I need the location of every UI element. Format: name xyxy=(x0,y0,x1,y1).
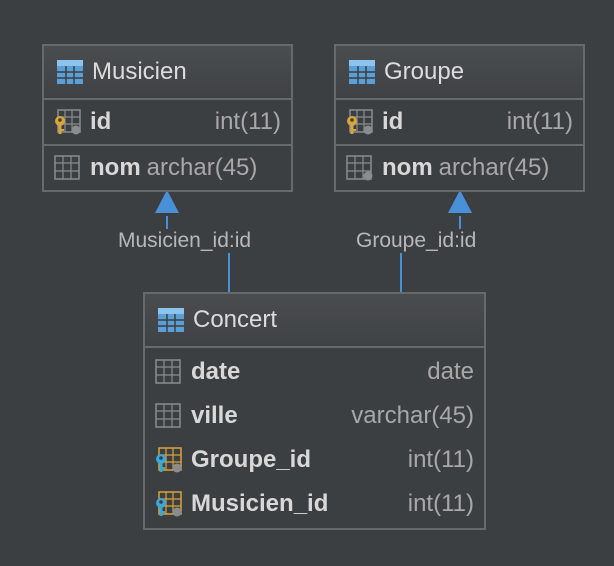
table-icon xyxy=(348,59,376,85)
table-header[interactable]: Groupe xyxy=(336,46,583,100)
foreign-key-icon xyxy=(155,447,183,473)
table-groupe[interactable]: Groupe id int(11) nom archar(45) xyxy=(334,44,585,192)
table-icon xyxy=(56,59,84,85)
table-title: Concert xyxy=(193,306,278,333)
column-name: id xyxy=(90,108,112,135)
arrow-groupe xyxy=(448,190,472,213)
column-type: archar(45) xyxy=(438,154,550,181)
table-header[interactable]: Musicien xyxy=(44,46,291,100)
arrow-musicien xyxy=(155,190,179,213)
table-musicien[interactable]: Musicien id int(11) nom archar(45) xyxy=(42,44,293,192)
column-row[interactable]: Groupe_id int(11) xyxy=(145,438,484,482)
table-icon xyxy=(157,307,185,333)
primary-key-icon xyxy=(54,109,82,135)
relation-label-musicien: Musicien_id:id xyxy=(117,229,253,253)
relation-label-groupe: Groupe_id:id xyxy=(355,229,478,253)
primary-key-icon xyxy=(346,109,374,135)
column-type: int(11) xyxy=(214,108,281,135)
table-header[interactable]: Concert xyxy=(145,294,484,348)
column-row[interactable]: id int(11) xyxy=(44,100,291,144)
column-icon xyxy=(155,359,183,385)
column-row[interactable]: Musicien_id int(11) xyxy=(145,482,484,526)
column-row[interactable]: ville varchar(45) xyxy=(145,394,484,438)
column-type: varchar(45) xyxy=(351,402,474,429)
column-icon xyxy=(346,155,374,181)
table-title: Groupe xyxy=(384,58,465,85)
column-row[interactable]: id int(11) xyxy=(336,100,583,144)
link-groupe xyxy=(400,216,461,292)
column-row[interactable]: date date xyxy=(145,350,484,394)
column-name: ville xyxy=(191,402,238,429)
column-name: nom xyxy=(382,154,433,181)
column-name: nom xyxy=(90,154,141,181)
column-row[interactable]: nom archar(45) xyxy=(44,146,291,190)
column-name: Musicien_id xyxy=(191,490,329,517)
column-icon xyxy=(155,403,183,429)
foreign-key-icon xyxy=(155,491,183,517)
link-musicien xyxy=(166,216,230,292)
column-type: archar(45) xyxy=(146,154,258,181)
column-type: int(11) xyxy=(506,108,573,135)
column-type: int(11) xyxy=(407,490,474,517)
column-type: date xyxy=(427,358,474,385)
column-type: int(11) xyxy=(407,446,474,473)
column-name: Groupe_id xyxy=(191,446,312,473)
table-title: Musicien xyxy=(92,58,187,85)
table-concert[interactable]: Concert date date ville varchar(45) Grou… xyxy=(143,292,486,530)
column-row[interactable]: nom archar(45) xyxy=(336,146,583,190)
column-icon xyxy=(54,155,82,181)
column-name: id xyxy=(382,108,404,135)
column-name: date xyxy=(191,358,241,385)
